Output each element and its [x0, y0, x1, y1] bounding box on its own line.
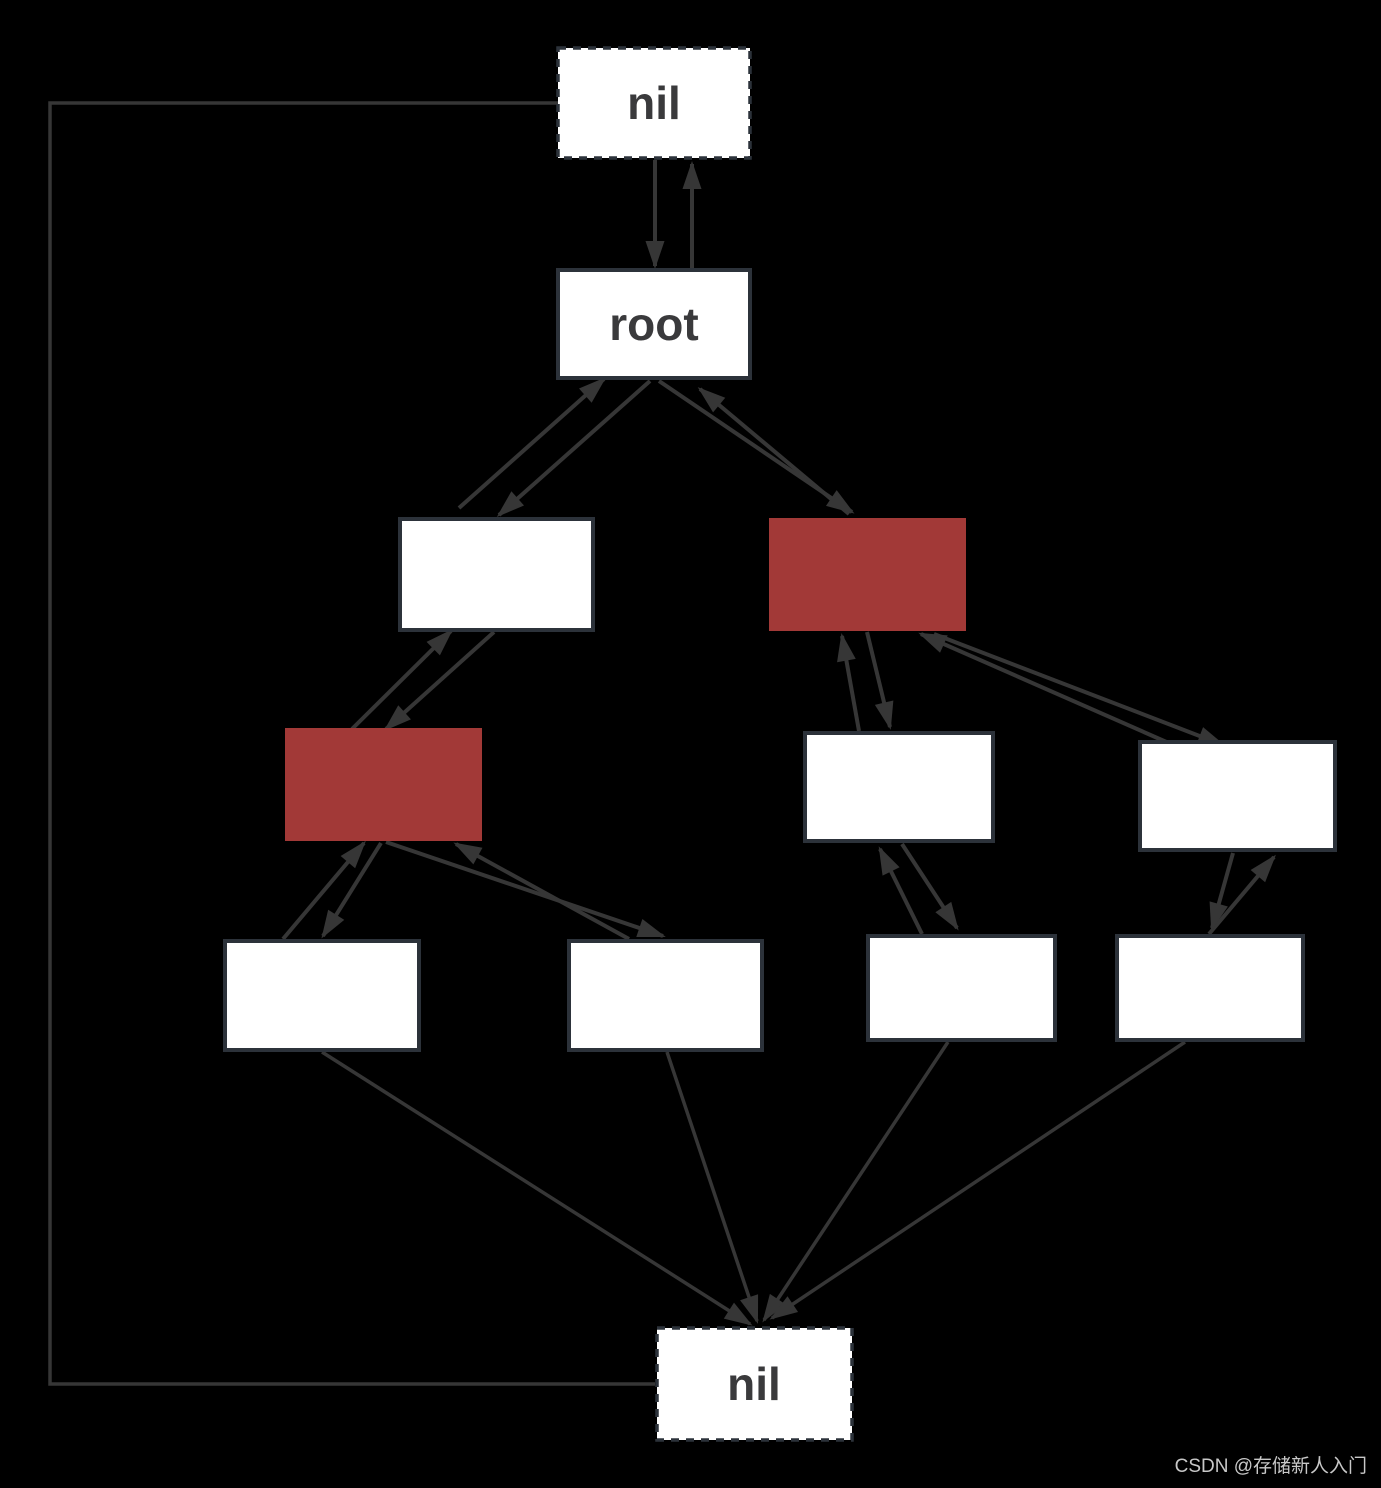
edge-leftleft-to-leafb: [385, 840, 666, 938]
edge-right-to-rightleft: [865, 631, 894, 730]
edge-rightleft-to-leafc: [900, 842, 959, 931]
edge-rightleft-to-right: [837, 633, 861, 732]
edge-rightright-to-leafd: [1209, 852, 1235, 931]
edge-leafc-to-nilbottom: [762, 1041, 950, 1323]
watermark: CSDN @存储新人入门: [1175, 1455, 1367, 1477]
node-left-box: [398, 517, 595, 632]
node-right-right: [1138, 740, 1337, 852]
edge-right-to-rightright: [933, 632, 1226, 747]
node-right-right-box: [1138, 740, 1337, 852]
node-right-left: [803, 731, 995, 843]
edge-leftleft-to-leafa: [321, 841, 383, 939]
node-leaf-b-box: [567, 939, 764, 1052]
node-leaf-a-box: [223, 939, 421, 1052]
edge-left-to-root: [457, 377, 607, 510]
node-nil-bottom-label: nil: [727, 1358, 781, 1410]
edge-leafd-to-rightright: [1207, 854, 1276, 936]
edge-leafb-to-leftleft: [453, 842, 630, 941]
node-leaf-a: [223, 939, 421, 1052]
node-left: [398, 517, 595, 632]
edge-root-to-right: [657, 379, 855, 514]
node-root-box: [556, 268, 752, 380]
edge-leftleft-to-left: [350, 628, 454, 731]
node-nil-bottom-box: [655, 1326, 854, 1442]
node-nil-bottom: nil: [655, 1326, 854, 1442]
edge-root-to-left: [496, 379, 652, 517]
node-left-left-red: [285, 728, 482, 841]
edge-leafc-to-rightleft: [878, 846, 924, 935]
node-right-box: [769, 518, 966, 631]
node-leaf-c-box: [866, 934, 1057, 1042]
node-right-left-box: [803, 731, 995, 843]
node-nil-top-label: nil: [627, 77, 681, 129]
node-nil-top-box: [556, 46, 752, 160]
edge-left-to-leftleft: [383, 630, 496, 732]
node-root-label: root: [609, 298, 698, 350]
node-leaf-d: [1115, 934, 1305, 1042]
node-right-red: [769, 518, 966, 631]
edge-leafb-to-nilbottom: [665, 1051, 759, 1324]
node-nil-top: nil: [556, 46, 752, 160]
edge-leafd-to-nilbottom: [769, 1040, 1186, 1320]
edge-nil-loop-line: [48, 101, 655, 1386]
node-leaf-b: [567, 939, 764, 1052]
node-leaf-d-box: [1115, 934, 1305, 1042]
edge-rightright-to-right: [918, 632, 1172, 746]
edge-leafa-to-leftleft: [281, 840, 366, 941]
node-left-left-box: [285, 728, 482, 841]
node-leaf-c: [866, 934, 1057, 1042]
node-root: root: [556, 268, 752, 380]
edge-leafa-to-nilbottom: [321, 1050, 753, 1326]
